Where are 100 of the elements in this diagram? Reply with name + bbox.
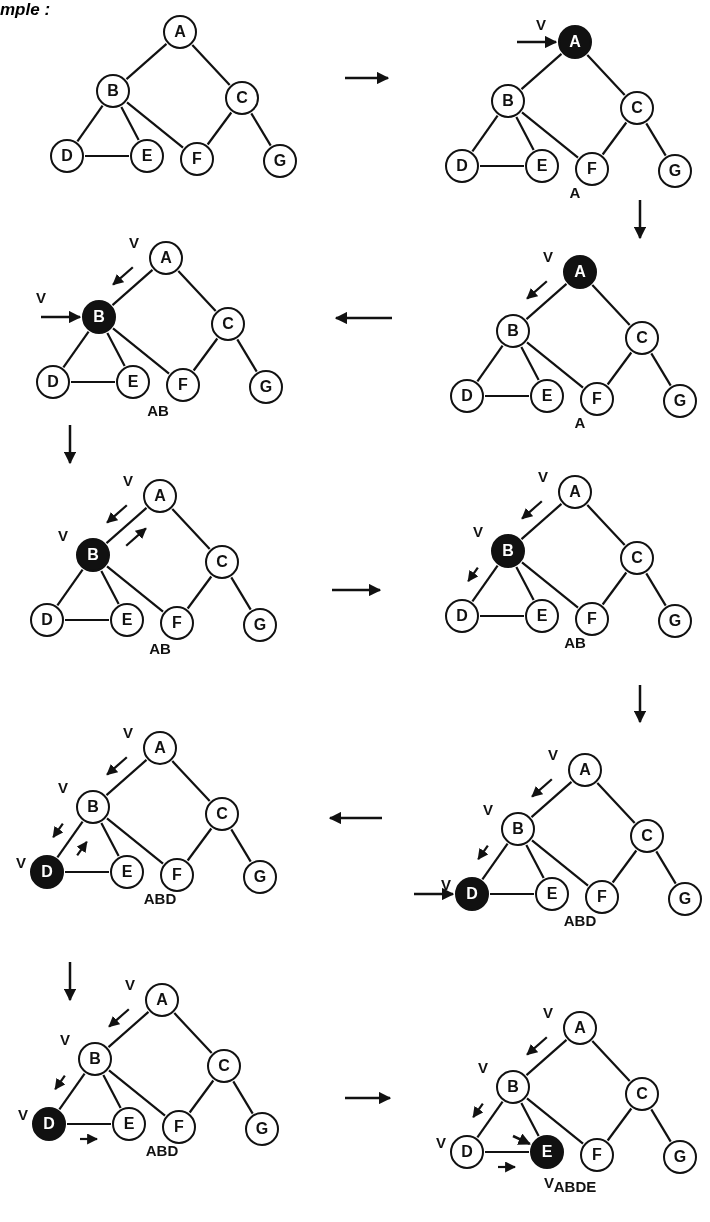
vertex-circle: B	[76, 790, 110, 824]
visited-mark: V	[538, 467, 548, 485]
graph-edge	[65, 870, 109, 874]
vertex-circle: F	[180, 142, 214, 176]
visited-mark: V	[483, 800, 493, 818]
vertex-circle: B	[78, 1042, 112, 1076]
graph-edge	[526, 1097, 584, 1145]
graph-edge	[526, 341, 584, 389]
graph-edge	[76, 105, 104, 142]
graph-edge	[206, 111, 233, 146]
graph-edge	[126, 101, 184, 149]
graph-edge	[515, 566, 535, 601]
vertex-circle: C	[205, 797, 239, 831]
graph-edge	[191, 44, 231, 86]
graph-edge	[56, 821, 84, 858]
vertex-circle: F	[166, 368, 200, 402]
graph-edge	[186, 575, 213, 610]
graph-edge	[171, 508, 211, 550]
vertex-circle: A	[149, 241, 183, 275]
vertex-circle: E	[525, 599, 559, 633]
vertex-circle: E	[530, 379, 564, 413]
graph-edge	[108, 1069, 166, 1117]
vertex-circle: F	[575, 152, 609, 186]
pointer-arrow	[414, 887, 455, 901]
graph-edge	[521, 111, 579, 159]
graph-edge	[125, 43, 168, 80]
graph-edge	[100, 570, 120, 605]
graph-edge	[606, 351, 633, 386]
visited-mark: V	[548, 745, 558, 763]
vertex-circle: C	[620, 541, 654, 575]
graph-edge	[476, 345, 504, 382]
vertex-circle: A	[563, 1011, 597, 1045]
vertex-circle: C	[211, 307, 245, 341]
vertex-circle: E	[110, 855, 144, 889]
graph-edge	[485, 394, 529, 398]
vertex-circle: E	[130, 139, 164, 173]
graph-edge	[192, 337, 219, 372]
visited-mark: V	[125, 975, 135, 993]
vertex-circle: D	[36, 365, 70, 399]
visited-mark: V	[129, 233, 139, 251]
graph-edge	[105, 507, 148, 544]
graph-edge	[100, 822, 120, 857]
vertex-circle: G	[243, 860, 277, 894]
visit-sequence: ABDE	[553, 1177, 597, 1195]
graph-edge	[606, 1107, 633, 1142]
graph-edge	[655, 850, 677, 885]
visited-mark: V	[36, 288, 46, 306]
current-vertex-circle: E	[530, 1135, 564, 1169]
vertex-circle: E	[116, 365, 150, 399]
graph-edge	[62, 331, 90, 368]
vertex-circle: F	[580, 382, 614, 416]
vertex-circle: F	[160, 858, 194, 892]
graph-edge	[480, 164, 524, 168]
graph-edge	[611, 849, 638, 884]
graph-edge	[476, 1101, 504, 1138]
visited-mark: V	[123, 723, 133, 741]
visited-mark: V	[16, 853, 26, 871]
visited-mark: V	[536, 15, 546, 33]
vertex-circle: G	[243, 608, 277, 642]
vertex-circle: A	[143, 479, 177, 513]
graph-edge	[520, 503, 563, 540]
graph-edge	[177, 270, 217, 312]
vertex-circle: G	[249, 370, 283, 404]
graph-edge	[586, 504, 626, 546]
graph-edge	[120, 106, 140, 141]
graph-edge	[250, 112, 272, 147]
vertex-circle: D	[445, 599, 479, 633]
vertex-circle: D	[30, 603, 64, 637]
visit-sequence: ABD	[145, 1141, 179, 1159]
graph-edge	[596, 782, 636, 824]
vertex-circle: B	[491, 84, 525, 118]
graph-edge	[525, 844, 545, 879]
graph-edge	[586, 54, 626, 96]
vertex-circle: A	[558, 475, 592, 509]
vertex-circle: D	[450, 379, 484, 413]
graph-edge	[645, 572, 667, 607]
vertex-circle: A	[568, 753, 602, 787]
graph-edge	[107, 1011, 150, 1048]
graph-edge	[480, 614, 524, 618]
visited-mark: V	[123, 471, 133, 489]
vertex-circle: G	[658, 604, 692, 638]
vertex-circle: B	[96, 74, 130, 108]
current-vertex-circle: D	[30, 855, 64, 889]
current-vertex-circle: B	[491, 534, 525, 568]
vertex-circle: G	[663, 384, 697, 418]
pointer-arrow	[517, 35, 558, 49]
vertex-circle: C	[205, 545, 239, 579]
graph-edge	[525, 1039, 568, 1076]
vertex-circle: A	[145, 983, 179, 1017]
graph-edge	[65, 618, 109, 622]
graph-edge	[601, 571, 628, 606]
vertex-circle: F	[575, 602, 609, 636]
current-vertex-circle: B	[82, 300, 116, 334]
graph-edge	[521, 561, 579, 609]
visited-mark: V	[58, 778, 68, 796]
vertex-circle: G	[668, 882, 702, 916]
graph-edge	[591, 284, 631, 326]
graph-edge	[490, 892, 534, 896]
graph-edge	[645, 122, 667, 157]
graph-edge	[106, 565, 164, 613]
